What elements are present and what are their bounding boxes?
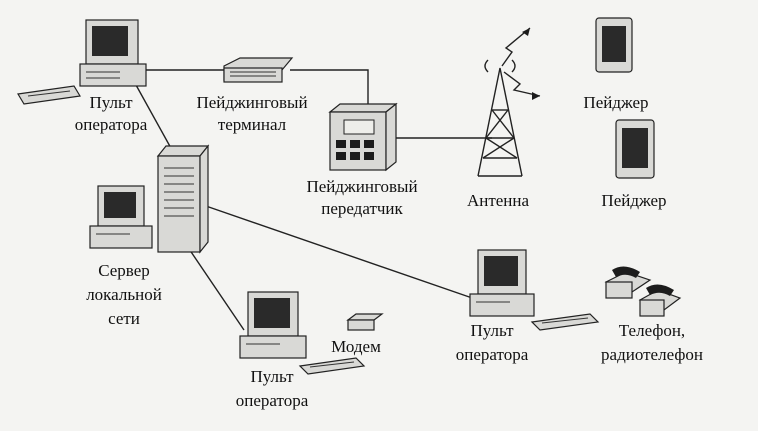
modem-icon [347, 319, 375, 331]
signal-arrow-icon-2 [503, 71, 541, 97]
paging-transmitter-label-1: Пейджинговый [306, 177, 417, 196]
telephones [604, 266, 682, 317]
signal-arrow-icon [501, 27, 531, 67]
pager-label-1: Пейджер [583, 93, 648, 112]
operator-bottom-label-1: Пульт [250, 367, 294, 386]
paging-terminal-label-2: терминал [218, 115, 287, 134]
paging-transmitter [328, 102, 398, 172]
pager-2 [615, 119, 655, 179]
pager-label-2: Пейджер [601, 191, 666, 210]
system-unit-icon-3 [469, 293, 535, 317]
operator-workstation-right [469, 249, 600, 331]
link-server-operator-right [202, 204, 479, 301]
antenna-icon [477, 67, 523, 177]
operator-top-label-1: Пульт [89, 93, 133, 112]
modem [346, 313, 384, 331]
link-operator-server [135, 84, 173, 151]
phone-label-2: радиотелефон [601, 345, 703, 364]
paging-terminal [223, 57, 294, 83]
connections [135, 69, 492, 331]
link-terminal-transmitter [290, 69, 369, 108]
operator-bottom-label-2: оператора [236, 391, 309, 410]
antenna-label: Антенна [467, 191, 530, 210]
operator-workstation-bottom [239, 291, 366, 375]
phone-label-1: Телефон, [619, 321, 685, 340]
modem-label: Модем [331, 337, 381, 356]
server [89, 144, 210, 254]
server-tower-icon [157, 155, 201, 253]
system-unit-icon [79, 63, 147, 87]
operator-right-label-1: Пульт [470, 321, 514, 340]
link-server-operator-bottom [182, 239, 245, 331]
antenna-tower [477, 27, 541, 177]
server-label-2: локальной [86, 285, 162, 304]
server-label-1: Сервер [98, 261, 150, 280]
system-unit-icon-2 [239, 335, 307, 359]
keyboard-icon [17, 85, 81, 105]
pager-1 [595, 17, 633, 73]
keyboard-icon-3 [530, 313, 600, 331]
keyboard-icon-2 [298, 357, 366, 375]
operator-workstation-top [17, 19, 147, 105]
labels: Пульт оператора Пейджинговый терминал Пе… [75, 93, 703, 410]
paging-terminal-label-1: Пейджинговый [196, 93, 307, 112]
operator-top-label-2: оператора [75, 115, 148, 134]
paging-transmitter-label-2: передатчик [321, 199, 403, 218]
operator-right-label-2: оператора [456, 345, 529, 364]
server-label-3: сети [108, 309, 140, 328]
